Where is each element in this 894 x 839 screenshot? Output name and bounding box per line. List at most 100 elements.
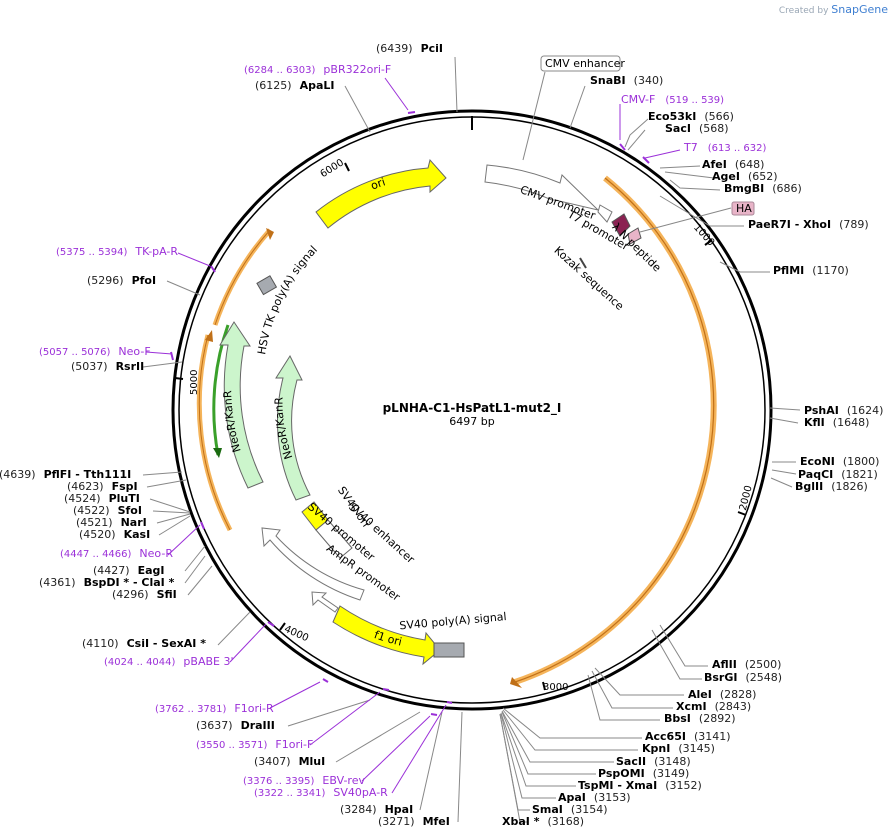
- site-position: (3141): [694, 730, 731, 743]
- site-name: AgeI: [712, 170, 740, 183]
- tick-label-3000: 3000: [543, 682, 568, 693]
- site-name: BglII: [795, 480, 823, 493]
- site-name: XbaI *: [502, 815, 540, 828]
- sv40-promoter-feature: [261, 527, 365, 601]
- site-position: (1821): [841, 468, 878, 481]
- plasmid-size: 6497 bp: [449, 415, 494, 428]
- site-name: AfeI: [702, 158, 727, 171]
- site-label: AflII (2500): [712, 658, 781, 671]
- site-name: PaeR7I - XhoI: [748, 218, 831, 231]
- site-name: PfoI: [132, 274, 157, 287]
- site-position: (1800): [843, 455, 880, 468]
- ori-feature: [315, 158, 447, 229]
- svg-text:HSV TK poly(A) signal: HSV TK poly(A) signal: [255, 243, 320, 355]
- neo-orf-arrow: [205, 330, 213, 342]
- site-position: (4427): [93, 564, 130, 577]
- site-name: PshAI: [804, 404, 839, 417]
- credit-prefix: Created by: [778, 6, 829, 16]
- primer-label: (4024 .. 4044) pBABE 3': [104, 655, 234, 668]
- site-name: KasI: [124, 528, 151, 541]
- site-name: SnaBI: [590, 74, 626, 87]
- site-position: (3284): [340, 803, 377, 816]
- site-position: (4522): [73, 504, 110, 517]
- site-label: (4361) BspDI * - ClaI *: [39, 576, 175, 589]
- primer-name: Neo-R: [139, 547, 173, 560]
- site-position: (2843): [715, 700, 752, 713]
- site-position: (5037): [71, 360, 108, 373]
- orf-arc: [514, 175, 717, 685]
- site-label: SacI(568): [665, 122, 729, 135]
- site-position: (4623): [67, 480, 104, 493]
- primer-label: (4447 .. 4466)Neo-R: [60, 547, 173, 560]
- site-label: PaeR7I - XhoI (789): [748, 218, 869, 231]
- site-name: PflFI - Tth111I: [44, 468, 132, 481]
- ha-feature: [627, 227, 642, 245]
- orf-arc-core: [514, 177, 715, 683]
- neo-orf-core: [198, 334, 231, 531]
- site-label: XbaI * (3168): [502, 815, 584, 828]
- site-name: SmaI: [532, 803, 563, 816]
- site-label: SacII(3148): [616, 755, 691, 768]
- site-position: (3153): [594, 791, 631, 804]
- site-position: (3149): [653, 767, 690, 780]
- site-name: Acc65I: [645, 730, 686, 743]
- site-name: MluI: [299, 755, 326, 768]
- primer-name: F1ori-F: [275, 738, 313, 751]
- site-name: BspDI * - ClaI *: [84, 576, 175, 589]
- site-label: (6439)PciI: [376, 42, 443, 55]
- site-position: (568): [699, 122, 729, 135]
- site-name: SfoI: [118, 504, 142, 517]
- site-name: KflI: [804, 416, 825, 429]
- primer-label: (5375 .. 5394)TK-pA-R: [56, 245, 178, 258]
- site-position: (789): [839, 218, 869, 231]
- site-position: (2892): [699, 712, 736, 725]
- site-label: (3637)DraIII: [196, 719, 275, 732]
- primer-label: (3322 .. 3341)SV40pA-R: [254, 786, 388, 799]
- site-position: (2500): [745, 658, 782, 671]
- ha-label: HA: [736, 202, 752, 215]
- primer-range: (3376 .. 3395): [243, 776, 315, 787]
- kozak-mark: [579, 257, 587, 269]
- primer-name: pBABE 3': [183, 655, 233, 668]
- primer-leaders: [145, 77, 681, 794]
- site-name: AleI: [688, 688, 712, 701]
- site-label: XcmI(2843): [676, 700, 751, 713]
- primer-range: (613 .. 632): [708, 143, 767, 154]
- site-label: BmgBI(686): [724, 182, 802, 195]
- primer-label: (6284 .. 6303)pBR322ori-F: [244, 63, 391, 76]
- site-position: (3154): [571, 803, 608, 816]
- site-position: (4361): [39, 576, 76, 589]
- primer-label: T7(613 .. 632): [683, 141, 767, 154]
- site-position: (2548): [745, 671, 782, 684]
- site-label: (4524)PluTI: [64, 492, 140, 505]
- site-name: EagI: [138, 564, 165, 577]
- site-name: TspMI - XmaI: [578, 779, 657, 792]
- site-label: (6125)ApaLI: [255, 79, 335, 92]
- site-position: (652): [748, 170, 778, 183]
- site-name: DraIII: [241, 719, 275, 732]
- site-name: PspOMI: [598, 767, 645, 780]
- primer-name: pBR322ori-F: [323, 63, 391, 76]
- primer-range: (3322 .. 3341): [254, 788, 326, 799]
- site-position: (1648): [833, 416, 870, 429]
- site-position: (4521): [76, 516, 113, 529]
- sv40-polya-label: SV40 poly(A) signal: [399, 610, 507, 632]
- site-name: Eco53kI: [648, 110, 696, 123]
- primer-name: Neo-F: [118, 345, 150, 358]
- tick-label-4000: 4000: [282, 624, 310, 644]
- site-label: PflMI(1170): [773, 264, 849, 277]
- primer-range: (519 .. 539): [665, 95, 724, 106]
- site-position: (3168): [547, 815, 584, 828]
- primer-name: TK-pA-R: [134, 245, 178, 258]
- site-position: (4639): [0, 468, 36, 481]
- site-position: (4296): [112, 588, 149, 601]
- primer-range: (4024 .. 4044): [104, 657, 176, 668]
- site-label: (4521)NarI: [76, 516, 147, 529]
- primer-range: (5057 .. 5076): [39, 347, 111, 358]
- t7-promoter-feature: [597, 204, 613, 223]
- site-name: AflII: [712, 658, 737, 671]
- site-name: PaqCI: [798, 468, 833, 481]
- primer-name: F1ori-R: [234, 702, 274, 715]
- primer-label: (3376 .. 3395)EBV-rev: [243, 774, 365, 787]
